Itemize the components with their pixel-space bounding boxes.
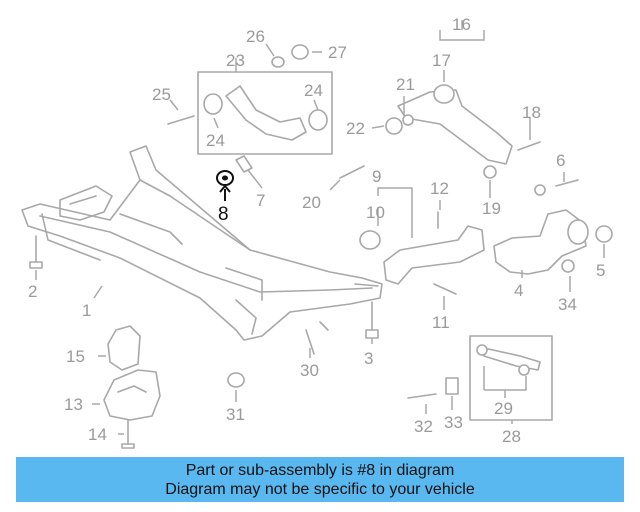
callout-7: 7 xyxy=(256,191,265,210)
callout-17: 17 xyxy=(432,51,451,70)
info-banner: Part or sub-assembly is #8 in diagram Di… xyxy=(16,457,624,502)
callout-20: 20 xyxy=(302,193,321,212)
callout-13: 13 xyxy=(64,395,83,414)
callout-23: 23 xyxy=(226,51,245,70)
callout-16: 16 xyxy=(452,15,471,34)
callout-10: 10 xyxy=(366,203,385,222)
callout-14: 14 xyxy=(88,425,107,444)
callout-33: 33 xyxy=(444,413,463,432)
callout-28: 28 xyxy=(502,427,521,446)
bolt-part-11 xyxy=(433,283,457,295)
callout-29: 29 xyxy=(494,399,513,418)
lower-arm-part-9 xyxy=(359,225,485,285)
highlighted-part-8[interactable] xyxy=(216,170,234,201)
bushing-part-31 xyxy=(227,372,245,388)
bolt-part-6 xyxy=(555,179,579,187)
knuckle-part-4 xyxy=(493,184,589,275)
subframe-part xyxy=(21,145,383,341)
washer-part-33 xyxy=(445,377,459,395)
callout-11: 11 xyxy=(432,313,450,332)
banner-line-1: Part or sub-assembly is #8 in diagram xyxy=(185,462,455,479)
callout-18: 18 xyxy=(522,103,541,122)
callout-15: 15 xyxy=(66,347,85,366)
callout-labels: 1 2 3 4 5 6 7 8 9 10 11 12 13 14 15 16 1… xyxy=(28,15,605,446)
bolt-part-20 xyxy=(339,165,365,179)
callout-25: 25 xyxy=(152,85,171,104)
bracket-part-13 xyxy=(103,369,161,421)
callout-22: 22 xyxy=(346,119,365,138)
callout-24b: 24 xyxy=(304,81,323,100)
bolt-part-3 xyxy=(365,301,379,339)
bracket-part-7 xyxy=(235,155,253,173)
callout-30: 30 xyxy=(300,361,319,380)
callout-21: 21 xyxy=(396,75,415,94)
callout-3: 3 xyxy=(364,349,373,368)
callout-32: 32 xyxy=(414,417,433,436)
callout-26: 26 xyxy=(246,27,265,46)
callout-5: 5 xyxy=(596,261,605,280)
bolt-part-30 xyxy=(305,321,329,355)
bolt-part-32 xyxy=(407,393,437,399)
callout-27: 27 xyxy=(328,43,347,62)
callout-8[interactable]: 8 xyxy=(218,204,229,225)
washer-part-26 xyxy=(271,56,285,68)
bushing-part-19 xyxy=(483,165,497,179)
bushing-part-5 xyxy=(595,225,613,243)
callout-12: 12 xyxy=(430,179,449,198)
bolt-part-2 xyxy=(29,235,43,269)
callout-24a: 24 xyxy=(206,131,225,150)
callout-2: 2 xyxy=(28,282,37,301)
callout-31: 31 xyxy=(226,405,245,424)
trailing-arm-part-16 xyxy=(385,84,513,165)
callout-19: 19 xyxy=(482,199,501,218)
callout-6: 6 xyxy=(556,151,565,170)
mount-part-15 xyxy=(107,325,141,371)
bushing-part-27 xyxy=(291,44,309,60)
link-box xyxy=(469,335,553,421)
bolt-part-14 xyxy=(121,419,135,449)
banner-line-2: Diagram may not be specific to your vehi… xyxy=(165,481,475,498)
bolt-part-18 xyxy=(517,141,541,151)
callout-4: 4 xyxy=(514,281,523,300)
leader-lines xyxy=(35,20,605,435)
callout-9: 9 xyxy=(372,167,381,186)
callout-1: 1 xyxy=(82,301,91,320)
bolt-part-25 xyxy=(167,115,195,125)
parts-diagram: 1 2 3 4 5 6 7 8 9 10 11 12 13 14 15 16 1… xyxy=(21,15,613,449)
cap-part-34 xyxy=(561,259,575,273)
callout-34: 34 xyxy=(558,295,577,314)
